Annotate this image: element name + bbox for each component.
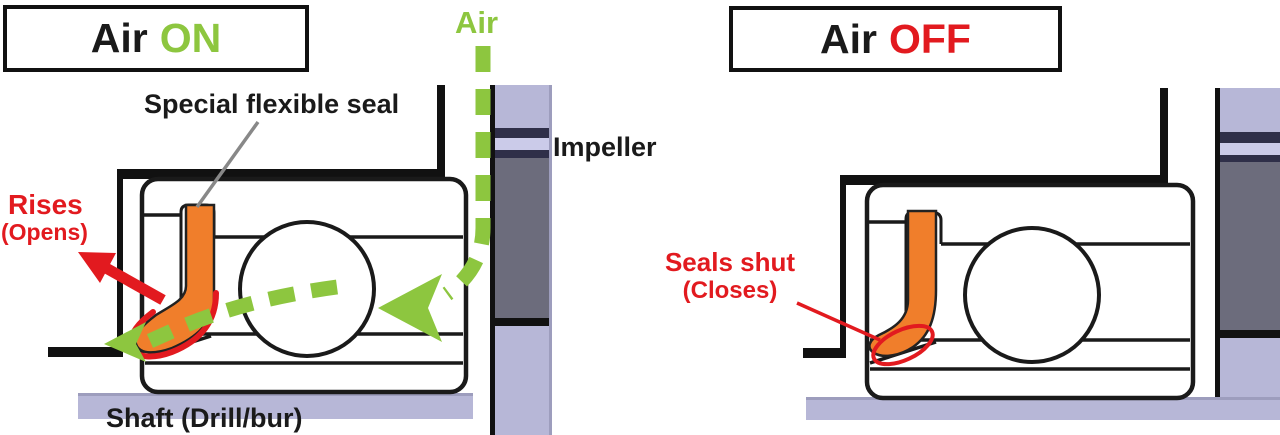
seals-shut-pointer-line (796, 301, 881, 342)
housing-right (803, 88, 1168, 358)
air-off-title: Air OFF (729, 6, 1062, 72)
label-closes: (Closes) (682, 277, 778, 304)
shaft-bar-right (806, 397, 1280, 420)
air-off-title-word2: OFF (888, 15, 971, 62)
air-off-title-word1: Air (820, 15, 877, 62)
right-diagram (796, 88, 1280, 420)
air-flow-path (104, 46, 491, 362)
housing-left (48, 85, 445, 357)
ball-left (238, 220, 376, 358)
rises-arrow (78, 252, 166, 305)
label-special-flexible-seal: Special flexible seal (144, 89, 400, 119)
impeller-column-left (490, 85, 552, 435)
impeller-column-right (1215, 88, 1280, 420)
air-on-title-word2: ON (159, 15, 222, 61)
air-on-title-word1: Air (90, 15, 148, 61)
label-seals-shut: Seals shut (664, 247, 796, 277)
ball-right (963, 226, 1101, 364)
label-opens: (Opens) (1, 219, 88, 245)
air-arrowhead-main (378, 274, 442, 342)
left-diagram (48, 46, 552, 435)
seal-contact-ellipse (871, 323, 935, 367)
label-impeller: Impeller (553, 132, 657, 162)
air-on-title: Air ON (3, 5, 309, 72)
label-rises: Rises (8, 189, 83, 220)
label-air-flow: Air (455, 5, 499, 40)
air-arrowhead-exit (104, 322, 146, 362)
label-shaft: Shaft (Drill/bur) (106, 403, 303, 433)
seal-pointer-line (195, 120, 260, 209)
shaft-bar-left (78, 393, 473, 419)
